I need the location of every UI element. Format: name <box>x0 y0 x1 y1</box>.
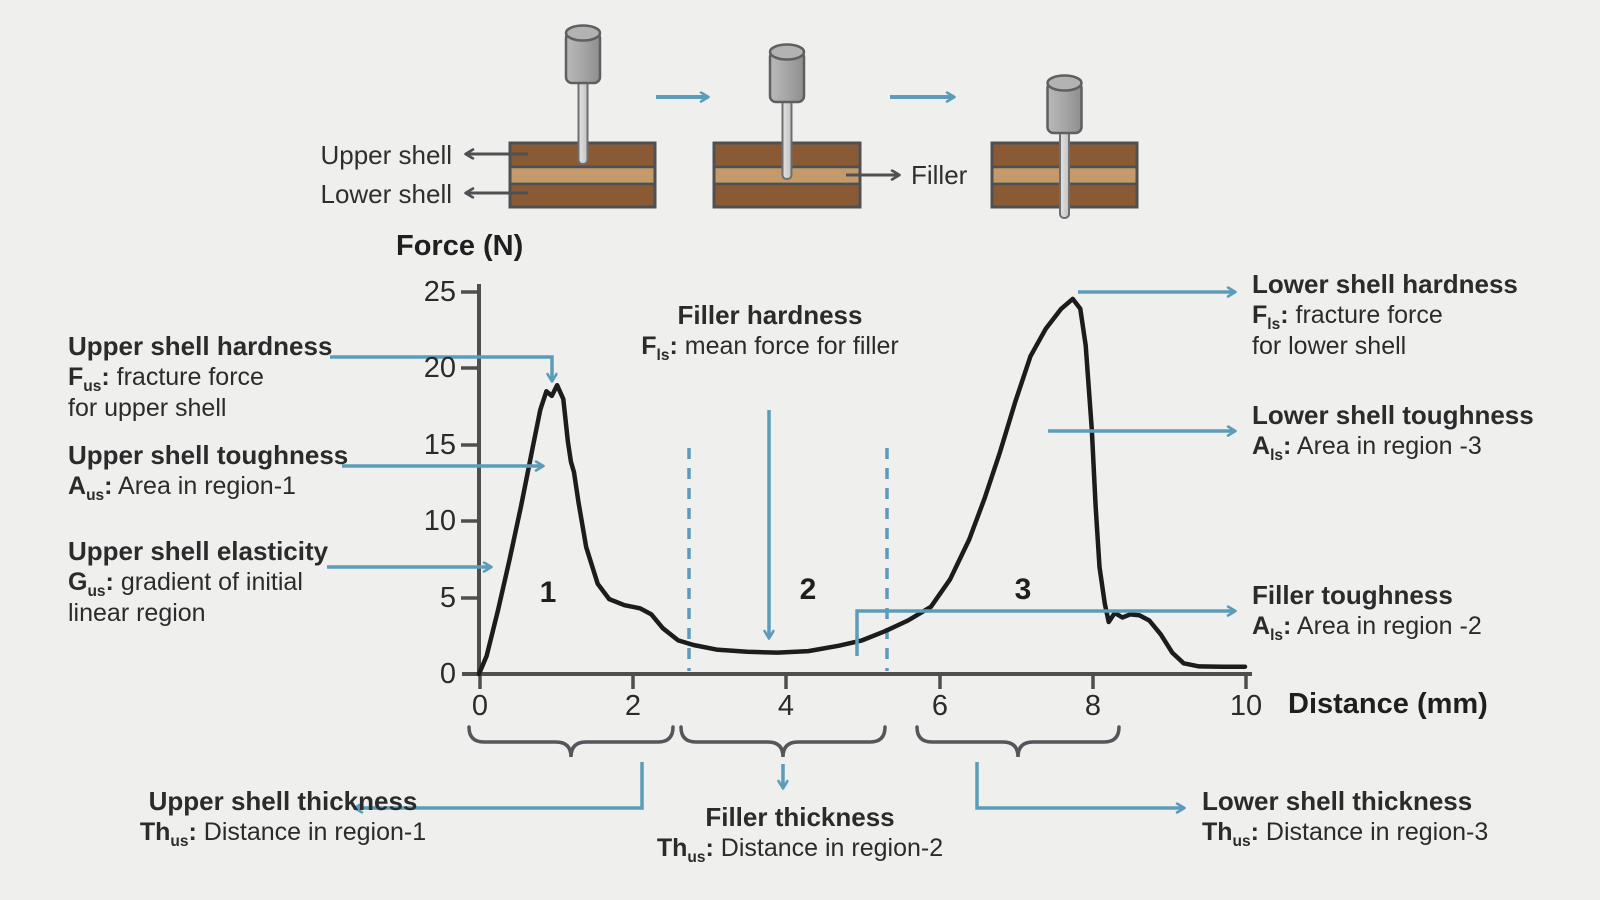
annotation-title: Upper shell thickness <box>148 786 418 816</box>
annotation-formula-line: Fus: fracture force <box>68 363 264 395</box>
annotation-filler-hardness: Filler hardness Fls: mean force for fill… <box>641 300 899 364</box>
region-2-label: 2 <box>799 573 817 606</box>
annotation-upper-shell-hardness: Upper shell hardness Fus: fracture force… <box>68 331 332 424</box>
annotation-filler-toughness: Filler toughness Als: Area in region -2 <box>1252 580 1482 644</box>
annotation-upper-shell-elasticity: Upper shell elasticity Gus: gradient of … <box>68 536 328 629</box>
region2-brace <box>679 725 887 758</box>
probe-stage2 <box>768 43 806 180</box>
y-tick-20: 20 <box>423 352 456 384</box>
force-distance-curve <box>476 296 1248 677</box>
lower-shell-label: Lower shell <box>320 179 452 209</box>
annotation-lower-shell-toughness: Lower shell toughness Als: Area in regio… <box>1252 400 1534 464</box>
annotation-line: for upper shell <box>68 394 227 422</box>
y-tick-5: 5 <box>439 582 456 614</box>
x-tick-10: 10 <box>1229 690 1263 722</box>
annotation-formula-line: Aus: Area in region-1 <box>68 472 296 504</box>
annotation-title: Lower shell toughness <box>1252 400 1534 430</box>
annotation-title: Upper shell toughness <box>68 440 349 470</box>
region-braces <box>467 725 1121 758</box>
x-tick-6: 6 <box>931 690 949 722</box>
annotation-formula-line: Als: Area in region -2 <box>1252 612 1482 644</box>
region1-brace <box>467 725 675 758</box>
x-axis-ticks <box>478 674 1248 689</box>
x-axis-title: Distance (mm) <box>1288 688 1488 720</box>
annotation-title: Filler thickness <box>705 802 895 832</box>
upper-hardness-arrow <box>330 355 552 381</box>
region-3-label: 3 <box>1014 573 1032 606</box>
annotation-upper-shell-toughness: Upper shell toughness Aus: Area in regio… <box>68 440 349 504</box>
annotation-formula-line: Gus: gradient of initial <box>68 568 303 600</box>
y-tick-25: 25 <box>423 276 456 308</box>
probe-stage1 <box>564 24 602 165</box>
annotation-formula-line: Thus: Distance in region-2 <box>656 834 944 866</box>
filler-label: Filler <box>911 160 968 190</box>
x-tick-4: 4 <box>777 690 795 722</box>
y-tick-0: 0 <box>439 658 456 690</box>
annotation-formula-line: Thus: Distance in region-3 <box>1202 818 1489 850</box>
probe-stage3 <box>1046 74 1083 219</box>
x-tick-8: 8 <box>1084 690 1102 722</box>
annotation-formula-line: Als: Area in region -3 <box>1252 432 1482 464</box>
annotation-filler-thickness: Filler thickness Thus: Distance in regio… <box>656 802 944 866</box>
annotation-upper-shell-thickness: Upper shell thickness Thus: Distance in … <box>139 786 427 850</box>
annotation-title: Filler hardness <box>677 300 863 330</box>
annotation-title: Lower shell thickness <box>1202 786 1473 816</box>
annotation-title: Upper shell hardness <box>68 331 333 361</box>
lower-thickness-connector-arrow <box>975 762 1184 808</box>
y-tick-10: 10 <box>423 505 456 537</box>
annotation-title: Lower shell hardness <box>1252 269 1518 299</box>
annotation-formula-line: Fls: fracture force <box>1252 301 1443 333</box>
upper-thickness-connector-arrow <box>355 762 644 808</box>
x-tick-2: 2 <box>624 690 642 722</box>
y-axis-ticks <box>461 290 479 600</box>
x-tick-0: 0 <box>471 690 489 722</box>
annotation-lower-shell-hardness: Lower shell hardness Fls: fracture force… <box>1252 269 1518 362</box>
region-boundary-dashed-lines <box>687 448 889 671</box>
annotation-title: Filler toughness <box>1252 580 1453 610</box>
y-axis-title: Force (N) <box>396 230 524 262</box>
annotation-formula-line: Fls: mean force for filler <box>641 332 899 364</box>
region3-brace <box>915 725 1121 758</box>
annotation-formula-line: Thus: Distance in region-1 <box>139 818 427 850</box>
annotation-title: Upper shell elasticity <box>68 536 329 566</box>
annotation-lower-shell-thickness: Lower shell thickness Thus: Distance in … <box>1202 786 1489 850</box>
y-tick-15: 15 <box>423 429 456 461</box>
filler-toughness-arrow <box>855 611 1235 656</box>
upper-shell-label: Upper shell <box>320 140 452 170</box>
annotation-line: for lower shell <box>1252 332 1407 360</box>
region-1-label: 1 <box>539 576 557 609</box>
annotation-line: linear region <box>68 599 206 627</box>
